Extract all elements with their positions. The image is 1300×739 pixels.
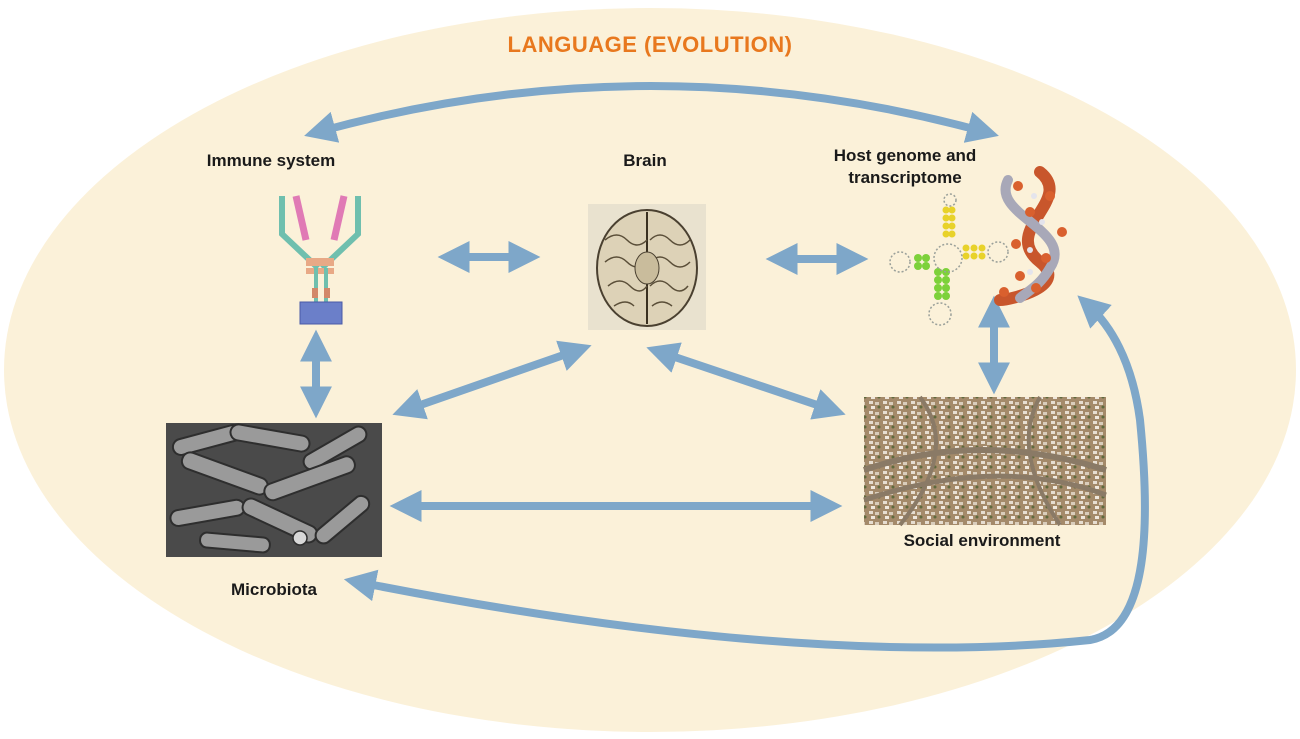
dna-helix-icon (994, 166, 1067, 306)
antibody-icon (279, 195, 361, 325)
host-genome-label-line1: Host genome and (833, 146, 977, 165)
social-environment-label: Social environment (903, 531, 1061, 550)
diagram-title: LANGUAGE (EVOLUTION) (507, 32, 793, 57)
host-genome-label-line2: transcriptome (848, 168, 962, 187)
microbiota-label: Microbiota (231, 580, 317, 599)
language-ellipse (4, 8, 1296, 732)
aerial-city-photo (863, 395, 1107, 527)
brain-image (588, 204, 706, 330)
arrows (300, 82, 1149, 652)
host-genome-label: Host genome and transcriptome (800, 145, 1010, 189)
immune-system-label: Immune system (206, 151, 336, 170)
rna-structure-icon (889, 193, 1009, 326)
bacteria-micrograph (166, 423, 382, 557)
arrow-microbiota-genome (343, 295, 1149, 652)
brain-label: Brain (623, 151, 667, 170)
arrow-immune-genome (304, 82, 999, 143)
